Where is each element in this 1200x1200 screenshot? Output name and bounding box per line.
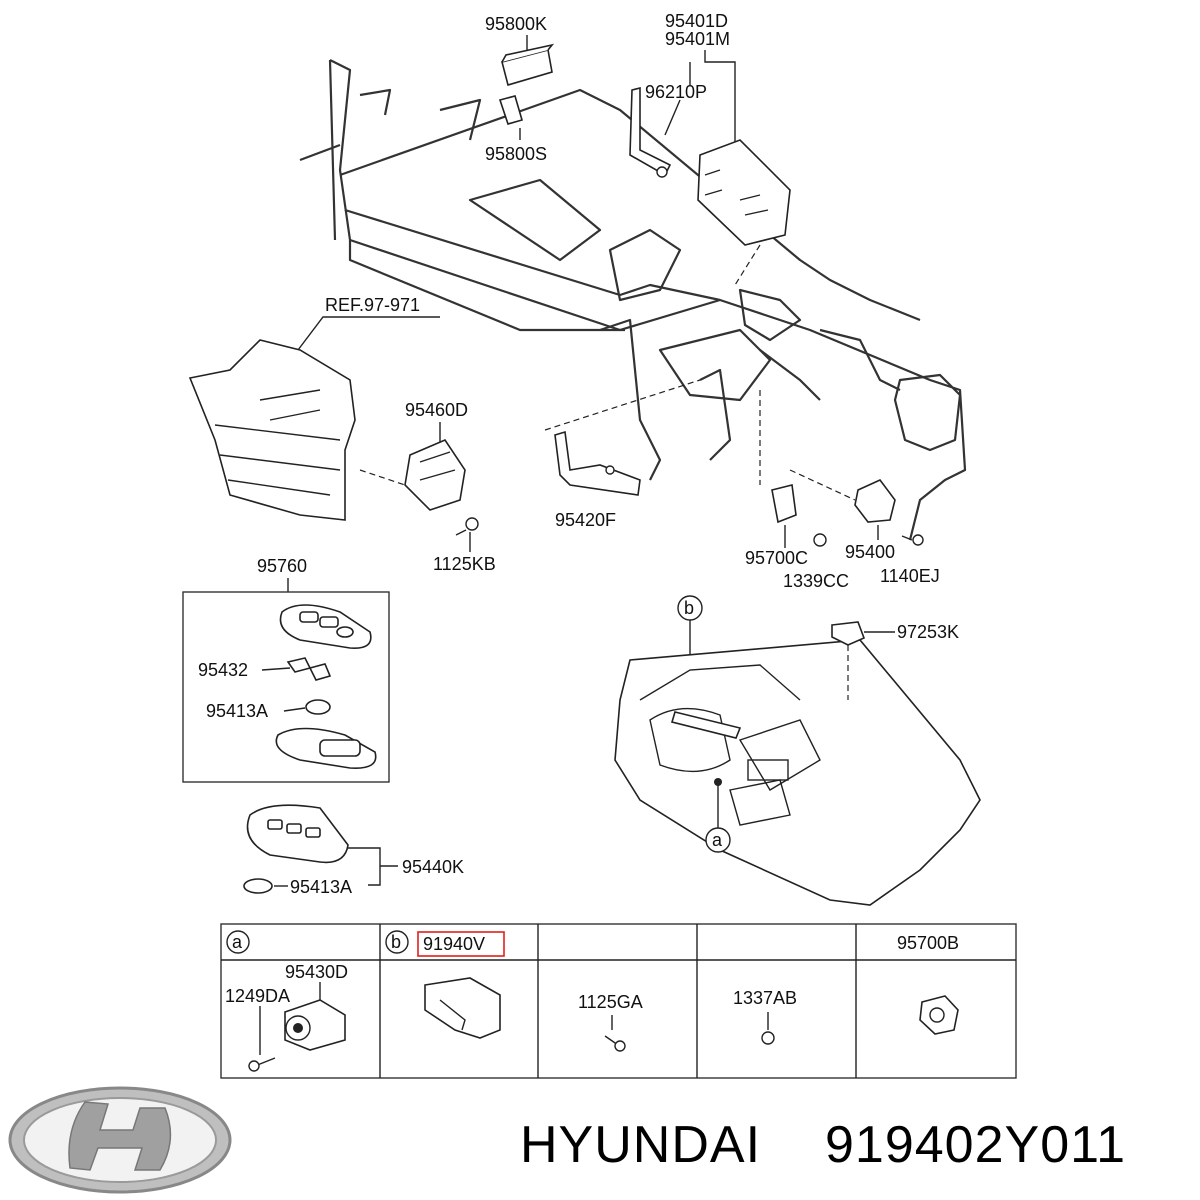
- part-95401D-module: [697, 139, 791, 246]
- button-strip-91940V: [670, 711, 742, 739]
- callout-95460D: 95460D: [405, 400, 468, 420]
- parts-table: [220, 923, 1017, 1079]
- callout-95413A-1: 95413A: [206, 701, 268, 721]
- table-part-1249DA: 1249DA: [225, 986, 290, 1006]
- callout-ref: REF.97-971: [325, 295, 420, 315]
- footer-brand: HYUNDAI: [520, 1116, 761, 1174]
- callout-1125KB: 1125KB: [433, 554, 496, 574]
- part-95800S: [498, 95, 523, 140]
- callout-95700C: 95700C: [745, 548, 808, 568]
- part-95460D: [404, 439, 466, 511]
- nut-1337AB: [761, 1031, 775, 1045]
- callout-97253K: 97253K: [897, 622, 959, 642]
- callout-1140EJ: 1140EJ: [880, 566, 940, 586]
- part-95700C: [771, 484, 797, 524]
- callout-95760: 95760: [257, 556, 307, 576]
- screw-1249DA: [248, 1057, 276, 1072]
- part-91940V-switch: [424, 977, 501, 1039]
- part-97253K: [831, 621, 895, 700]
- part-96210P-bracket: [629, 86, 672, 178]
- callout-95432: 95432: [198, 660, 248, 680]
- callout-95401D: 95401D: [665, 11, 728, 31]
- part-95440K-smartkey: [246, 804, 349, 864]
- remote-key-box: [182, 591, 390, 783]
- callout-96210P: 96210P: [645, 82, 707, 102]
- callout-95800K: 95800K: [485, 14, 547, 34]
- callout-1339CC: 1339CC: [783, 571, 849, 591]
- table-part-91940V: 91940V: [423, 934, 485, 954]
- part-95800K: [501, 35, 555, 87]
- marker-a-label: a: [712, 830, 723, 850]
- table-marker-a-label: a: [232, 932, 243, 952]
- part-1339CC-nut: [813, 533, 827, 547]
- part-1140EJ-bolt: [901, 534, 924, 546]
- battery-cell-1: [305, 699, 331, 715]
- highlight-box: [417, 931, 505, 957]
- heater-unit: [188, 339, 356, 521]
- part-95700B: [919, 995, 959, 1035]
- table-marker-b-label: b: [391, 932, 401, 952]
- callout-95400: 95400: [845, 542, 895, 562]
- part-95432-buttons: [286, 657, 332, 681]
- table-part-1125GA: 1125GA: [578, 992, 643, 1012]
- dashboard: [614, 639, 981, 906]
- part-95760-remote: [279, 604, 372, 649]
- marker-a: [705, 827, 731, 853]
- part-95400: [854, 479, 896, 523]
- part-remote-case: [275, 727, 377, 769]
- hyundai-logo: [8, 1086, 232, 1194]
- callout-95800S: 95800S: [485, 144, 547, 164]
- footer-part-number: 919402Y011: [825, 1116, 1126, 1174]
- crossmember-frame: [299, 59, 967, 541]
- part-1125KB-bolt: [455, 517, 479, 552]
- battery-cell-2: [243, 878, 273, 894]
- callout-95440K: 95440K: [402, 857, 464, 877]
- table-part-95700B: 95700B: [897, 933, 959, 953]
- part-95420F: [554, 430, 641, 496]
- ignition-switch: [284, 999, 346, 1051]
- table-marker-b: [385, 930, 409, 954]
- callout-95401M: 95401M: [665, 29, 730, 49]
- table-part-1337AB: 1337AB: [733, 988, 797, 1008]
- ignition-point: [714, 778, 722, 786]
- bolt-1125GA: [604, 1035, 626, 1052]
- table-marker-a: [226, 930, 250, 954]
- marker-b-label: b: [684, 598, 694, 618]
- callout-95420F: 95420F: [555, 510, 616, 530]
- callout-95413A-2: 95413A: [290, 877, 352, 897]
- table-part-95430D: 95430D: [285, 962, 348, 982]
